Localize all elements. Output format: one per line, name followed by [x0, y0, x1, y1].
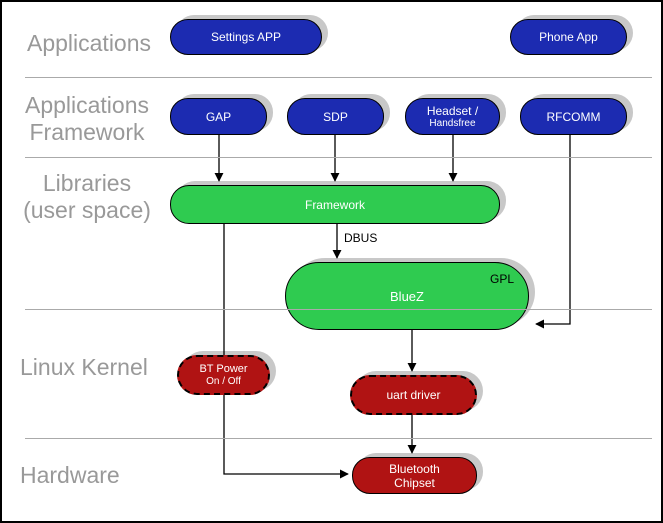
node-label-line1: Bluetooth: [389, 461, 440, 476]
edge-rfcomm-to-bluez: [535, 135, 571, 329]
node-bluez: BlueZ GPL: [285, 262, 529, 330]
node-framework: Framework: [170, 185, 500, 224]
node-uart-driver: uart driver: [350, 375, 477, 415]
node-headset-handsfree: Headset / Handsfree: [405, 98, 500, 135]
node-sdp: SDP: [287, 98, 384, 135]
node-phone-app: Phone App: [510, 19, 627, 55]
node-label-line2: Handsfree: [429, 117, 476, 129]
node-label-line2: Chipset: [394, 475, 435, 490]
node-label-line1: BT Power: [199, 363, 248, 375]
layer-label-hardware: Hardware: [20, 462, 120, 488]
dbus-edge-label: DBUS: [344, 231, 378, 245]
node-bt-power-on-off: BT Power On / Off: [177, 355, 270, 395]
layer-divider-4: [25, 438, 652, 439]
node-label: GAP: [205, 109, 232, 124]
layer-label-line: Applications: [24, 92, 150, 118]
layer-divider-3: [25, 309, 652, 310]
layer-label-linux-kernel: Linux Kernel: [20, 354, 148, 380]
node-bluetooth-chipset: Bluetooth Chipset: [352, 457, 477, 494]
layer-divider-1: [25, 77, 652, 78]
node-settings-app: Settings APP: [170, 19, 322, 55]
node-gap: GAP: [170, 98, 267, 135]
layer-label-line: Libraries: [42, 170, 132, 196]
node-label-line2: On / Off: [206, 376, 241, 387]
node-label: Framework: [304, 197, 365, 212]
layer-label-line: Framework: [29, 119, 145, 145]
layer-label-applications: Applications: [27, 30, 152, 56]
layer-divider-2: [25, 157, 652, 158]
edge-bt-power-to-chipset: [223, 395, 349, 479]
node-label-line1: Headset /: [426, 103, 479, 118]
layer-label-applications-framework: Applications Framework: [12, 92, 162, 146]
node-label: Phone App: [539, 30, 598, 44]
node-rfcomm: RFCOMM: [520, 98, 627, 135]
node-label: SDP: [323, 109, 348, 124]
gpl-license-badge: GPL: [489, 272, 514, 286]
node-label: BlueZ: [390, 288, 424, 304]
node-label: uart driver: [386, 388, 441, 402]
node-label: RFCOMM: [546, 109, 601, 124]
layer-label-libraries: Libraries (user space): [12, 170, 162, 224]
layer-label-line: (user space): [23, 197, 151, 223]
node-label: Settings APP: [210, 30, 282, 44]
